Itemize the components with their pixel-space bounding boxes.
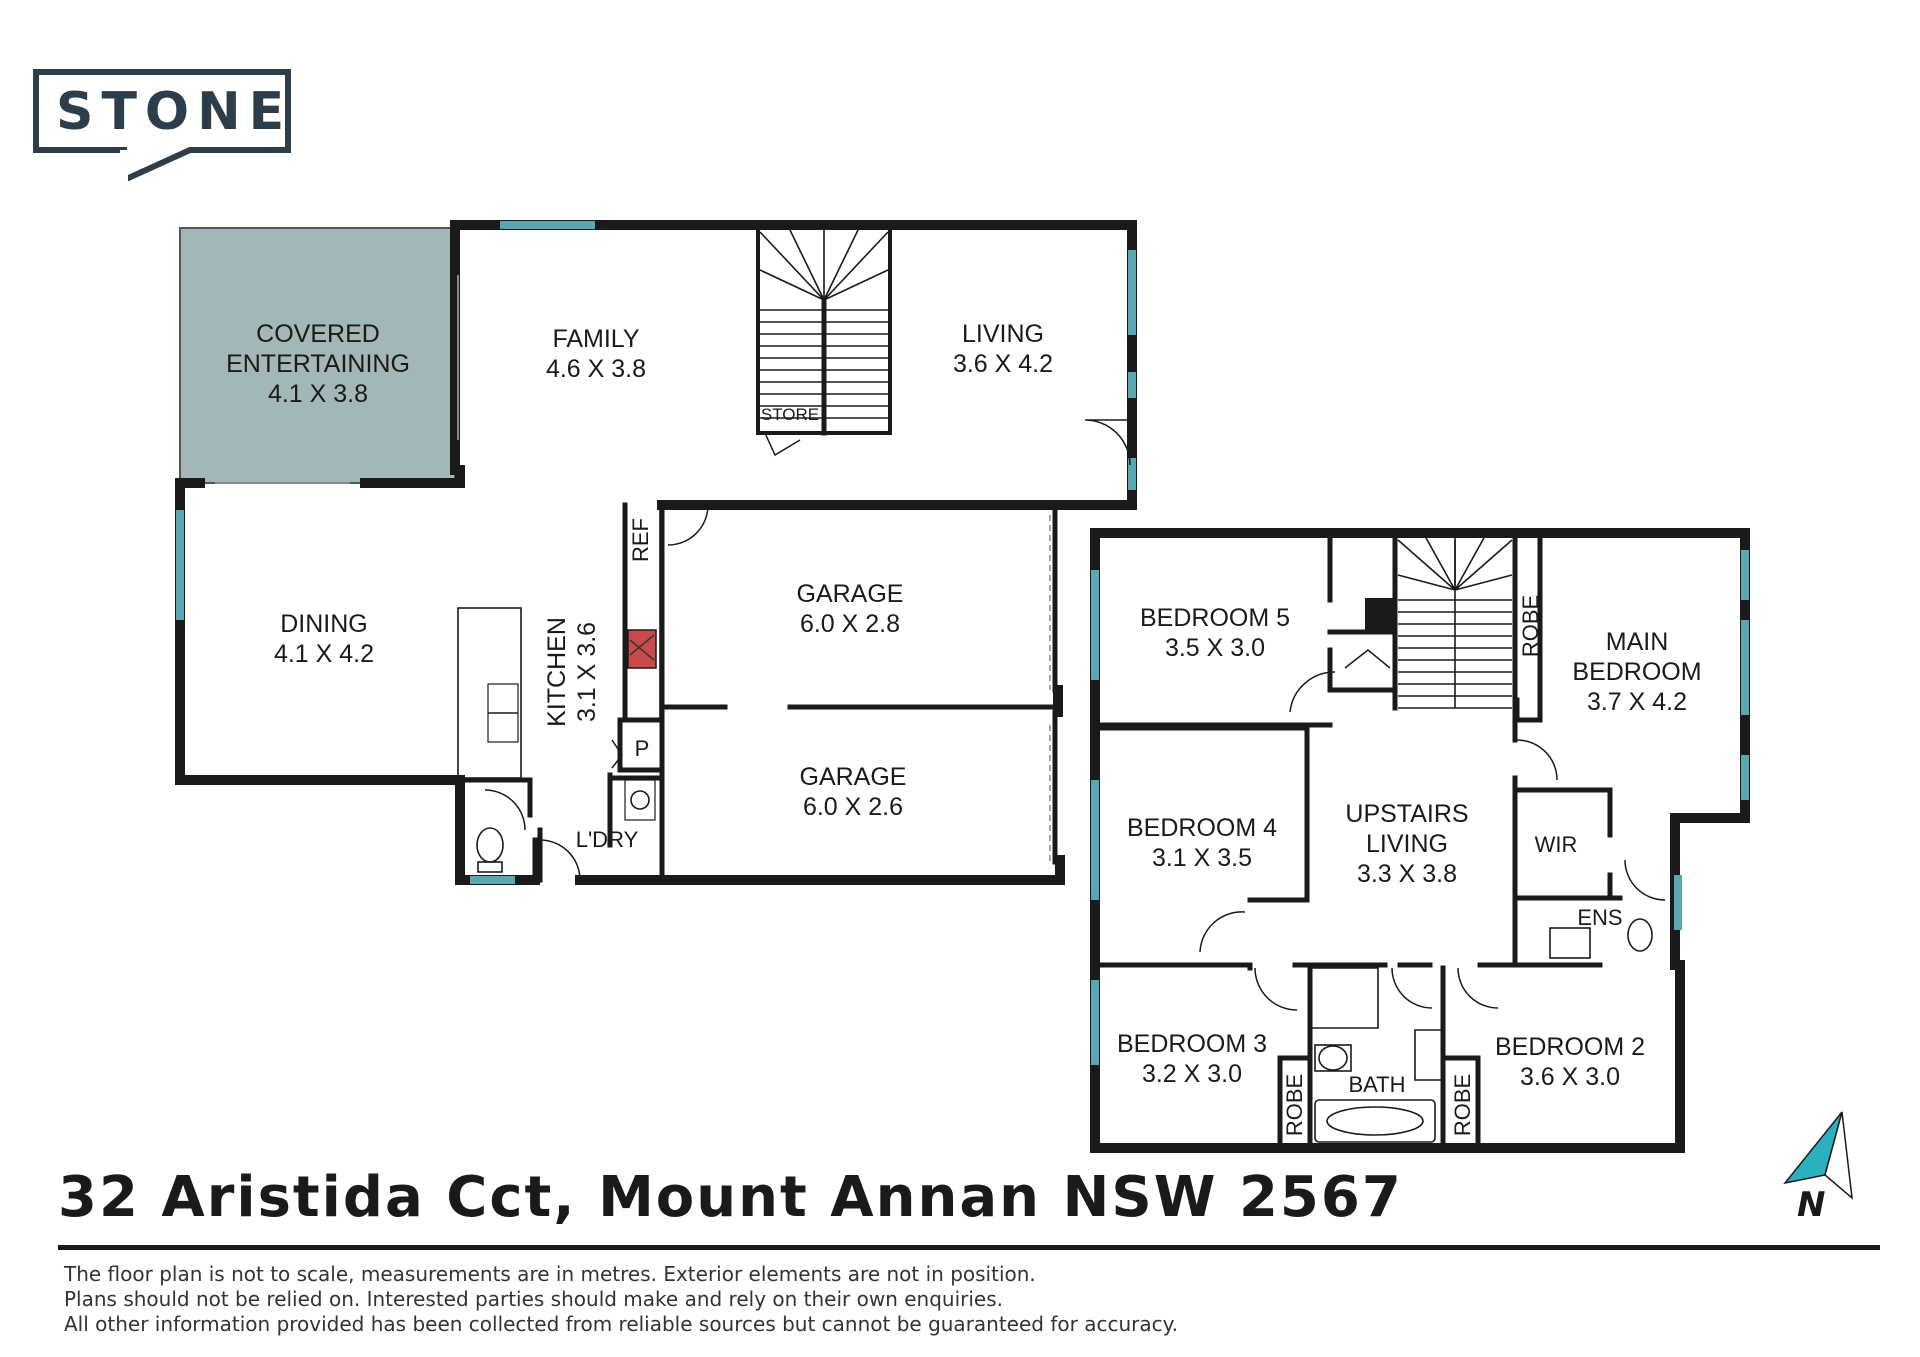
door-bath <box>1391 967 1433 1009</box>
label-garage-1-size: 6.0 X 2.8 <box>800 610 900 638</box>
disclaimer: The floor plan is not to scale, measurem… <box>64 1262 1178 1337</box>
label-main-bedroom-1: MAIN <box>1606 628 1669 656</box>
door-b5 <box>1289 671 1336 713</box>
laundry-tub-basin <box>630 790 650 810</box>
door-stair-store <box>1344 649 1391 669</box>
label-bedroom4: BEDROOM 4 <box>1127 814 1277 842</box>
north-label: N <box>1797 1185 1826 1225</box>
ground-floor: COVERED ENTERTAINING 4.1 X 3.8 FAMILY 4.… <box>175 220 1137 885</box>
label-dining-size: 4.1 X 4.2 <box>274 640 374 668</box>
ens-toilet <box>1627 918 1653 952</box>
label-dining: DINING <box>280 610 368 638</box>
cooktop <box>627 629 657 669</box>
label-living-size: 3.6 X 4.2 <box>953 350 1053 378</box>
north-arrow-icon <box>1783 1111 1853 1200</box>
label-living: LIVING <box>962 320 1044 348</box>
wc-cistern <box>477 861 503 873</box>
ens-vanity <box>1549 927 1591 959</box>
label-robe-b3: ROBE <box>1282 1074 1307 1136</box>
upper-stairs <box>1397 535 1513 709</box>
ground-wall-laundry <box>455 775 540 885</box>
door-b3 <box>1254 967 1298 1011</box>
door-b2 <box>1457 967 1499 1009</box>
door-main <box>1516 739 1558 781</box>
first-floor: BEDROOM 5 3.5 X 3.0 MAIN BEDROOM 3.7 X 4… <box>1090 528 1750 1153</box>
ground-wall-family-bottom <box>360 465 465 488</box>
wall-b5-right <box>1327 530 1398 693</box>
wc-wall <box>457 777 543 883</box>
wall-b3-robe <box>1277 1055 1313 1151</box>
bathtub-basin <box>1326 1106 1424 1136</box>
label-ref: REF <box>628 518 653 562</box>
door-ens <box>1624 859 1666 901</box>
label-pantry: P <box>635 736 650 761</box>
label-bedroom2: BEDROOM 2 <box>1495 1033 1645 1061</box>
disclaimer-line: The floor plan is not to scale, measurem… <box>64 1262 1036 1286</box>
bathtub <box>1314 1099 1436 1143</box>
wall-robe-main <box>1512 530 1543 723</box>
wc-toilet <box>476 827 504 863</box>
bath-basin-top <box>1414 1029 1444 1081</box>
label-robe-b2: ROBE <box>1450 1074 1475 1136</box>
bath-toilet-cistern <box>1314 1044 1352 1072</box>
label-wir: WIR <box>1535 832 1578 857</box>
kitchen-fridge-wall <box>622 502 663 723</box>
label-bedroom5: BEDROOM 5 <box>1140 604 1290 632</box>
logo-wordmark: STONE <box>56 82 293 142</box>
label-garage-1: GARAGE <box>797 580 904 608</box>
label-upstairs-living-2: LIVING <box>1366 830 1448 858</box>
door-wc <box>484 789 526 831</box>
label-store: STORE <box>761 405 819 424</box>
property-address: 32 Aristida Cct, Mount Annan NSW 2567 <box>58 1165 1403 1230</box>
stone-logo <box>33 69 291 185</box>
label-bedroom2-size: 3.6 X 3.0 <box>1520 1063 1620 1091</box>
label-covered-entertaining-2: ENTERTAINING <box>226 350 410 378</box>
label-kitchen-size: 3.1 X 3.6 <box>573 622 601 722</box>
ground-wall-bottom <box>575 855 1065 885</box>
stair-treads <box>759 228 889 419</box>
cooktop-burners <box>629 634 655 661</box>
bath-vanity <box>1310 967 1379 1029</box>
label-upstairs-living-size: 3.3 X 3.8 <box>1357 860 1457 888</box>
bath-toilet <box>1318 1045 1348 1071</box>
label-bedroom5-size: 3.5 X 3.0 <box>1165 634 1265 662</box>
door-garage <box>667 504 709 546</box>
stair-void <box>1365 598 1395 630</box>
divider-rule <box>58 1245 1880 1250</box>
label-covered-entertaining-1: COVERED <box>256 320 380 348</box>
pantry-wall <box>617 717 663 773</box>
label-family-size: 4.6 X 3.8 <box>546 355 646 383</box>
kitchen-island <box>457 607 522 779</box>
label-bedroom4-size: 3.1 X 3.5 <box>1152 844 1252 872</box>
laundry-wall <box>607 772 663 848</box>
door-laundry <box>539 839 581 881</box>
label-kitchen: KITCHEN <box>543 617 571 727</box>
label-main-bedroom-2: BEDROOM <box>1572 658 1701 686</box>
label-main-bedroom-size: 3.7 X 4.2 <box>1587 688 1687 716</box>
label-upstairs-living-1: UPSTAIRS <box>1345 800 1468 828</box>
disclaimer-line: Plans should not be relied on. Intereste… <box>64 1287 1004 1311</box>
label-garage-2: GARAGE <box>800 763 907 791</box>
door-living <box>1084 419 1131 466</box>
disclaimer-line: All other information provided has been … <box>64 1312 1178 1336</box>
label-bath: BATH <box>1348 1072 1405 1097</box>
label-laundry: L'DRY <box>576 827 639 852</box>
label-family: FAMILY <box>552 325 639 353</box>
label-bedroom3-size: 3.2 X 3.0 <box>1142 1060 1242 1088</box>
label-garage-2-size: 6.0 X 2.6 <box>803 793 903 821</box>
door-b4 <box>1199 911 1246 953</box>
label-bedroom3: BEDROOM 3 <box>1117 1030 1267 1058</box>
store-door <box>764 432 801 457</box>
label-robe-main: ROBE <box>1518 595 1543 657</box>
door-pantry <box>611 739 623 769</box>
label-ens: ENS <box>1577 905 1622 930</box>
laundry-tub <box>624 779 656 821</box>
covered-entertaining-area <box>179 227 456 484</box>
label-covered-entertaining-size: 4.1 X 3.8 <box>268 380 368 408</box>
